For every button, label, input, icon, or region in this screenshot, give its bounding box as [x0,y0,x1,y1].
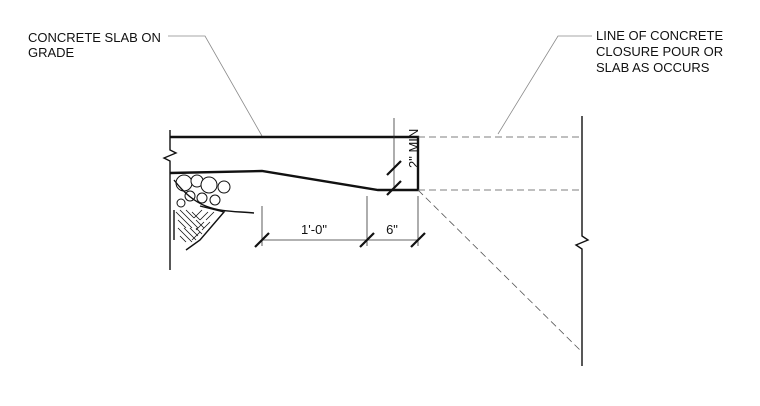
callout-slab-on-grade: CONCRETE SLAB ON GRADE [28,30,161,60]
dimension-label-2in-min: 2" MIN [406,129,421,168]
slab-outline [169,135,420,192]
callout-closure-pour: LINE OF CONCRETE CLOSURE POUR OR SLAB AS… [596,28,723,75]
leader-line-closure [497,35,592,135]
dimension-tick-vertical-top [386,160,402,176]
dimension-tick-3 [410,232,426,248]
dimension-tick-vertical-bottom [386,180,402,196]
callout-closure-line-1: LINE OF CONCRETE [596,28,723,43]
gravel-base [175,174,231,208]
dimension-label-6in: 6" [386,222,398,237]
soil-hatch [173,205,226,251]
slab-break-line-right [574,116,590,366]
soil-boundary-curve [173,179,255,214]
dimension-tick-2 [359,232,375,248]
callout-slab-line-1: CONCRETE SLAB ON [28,30,161,45]
dimension-label-1ft: 1'-0" [301,222,327,237]
callout-closure-line-2: CLOSURE POUR OR [596,44,723,59]
callout-closure-line-3: SLAB AS OCCURS [596,60,710,75]
slab-break-line-left [162,130,178,182]
dashed-diagonal-line [417,189,583,353]
dimension-tick-1 [254,232,270,248]
callout-slab-line-2: GRADE [28,45,75,60]
leader-line-slab [168,35,263,137]
